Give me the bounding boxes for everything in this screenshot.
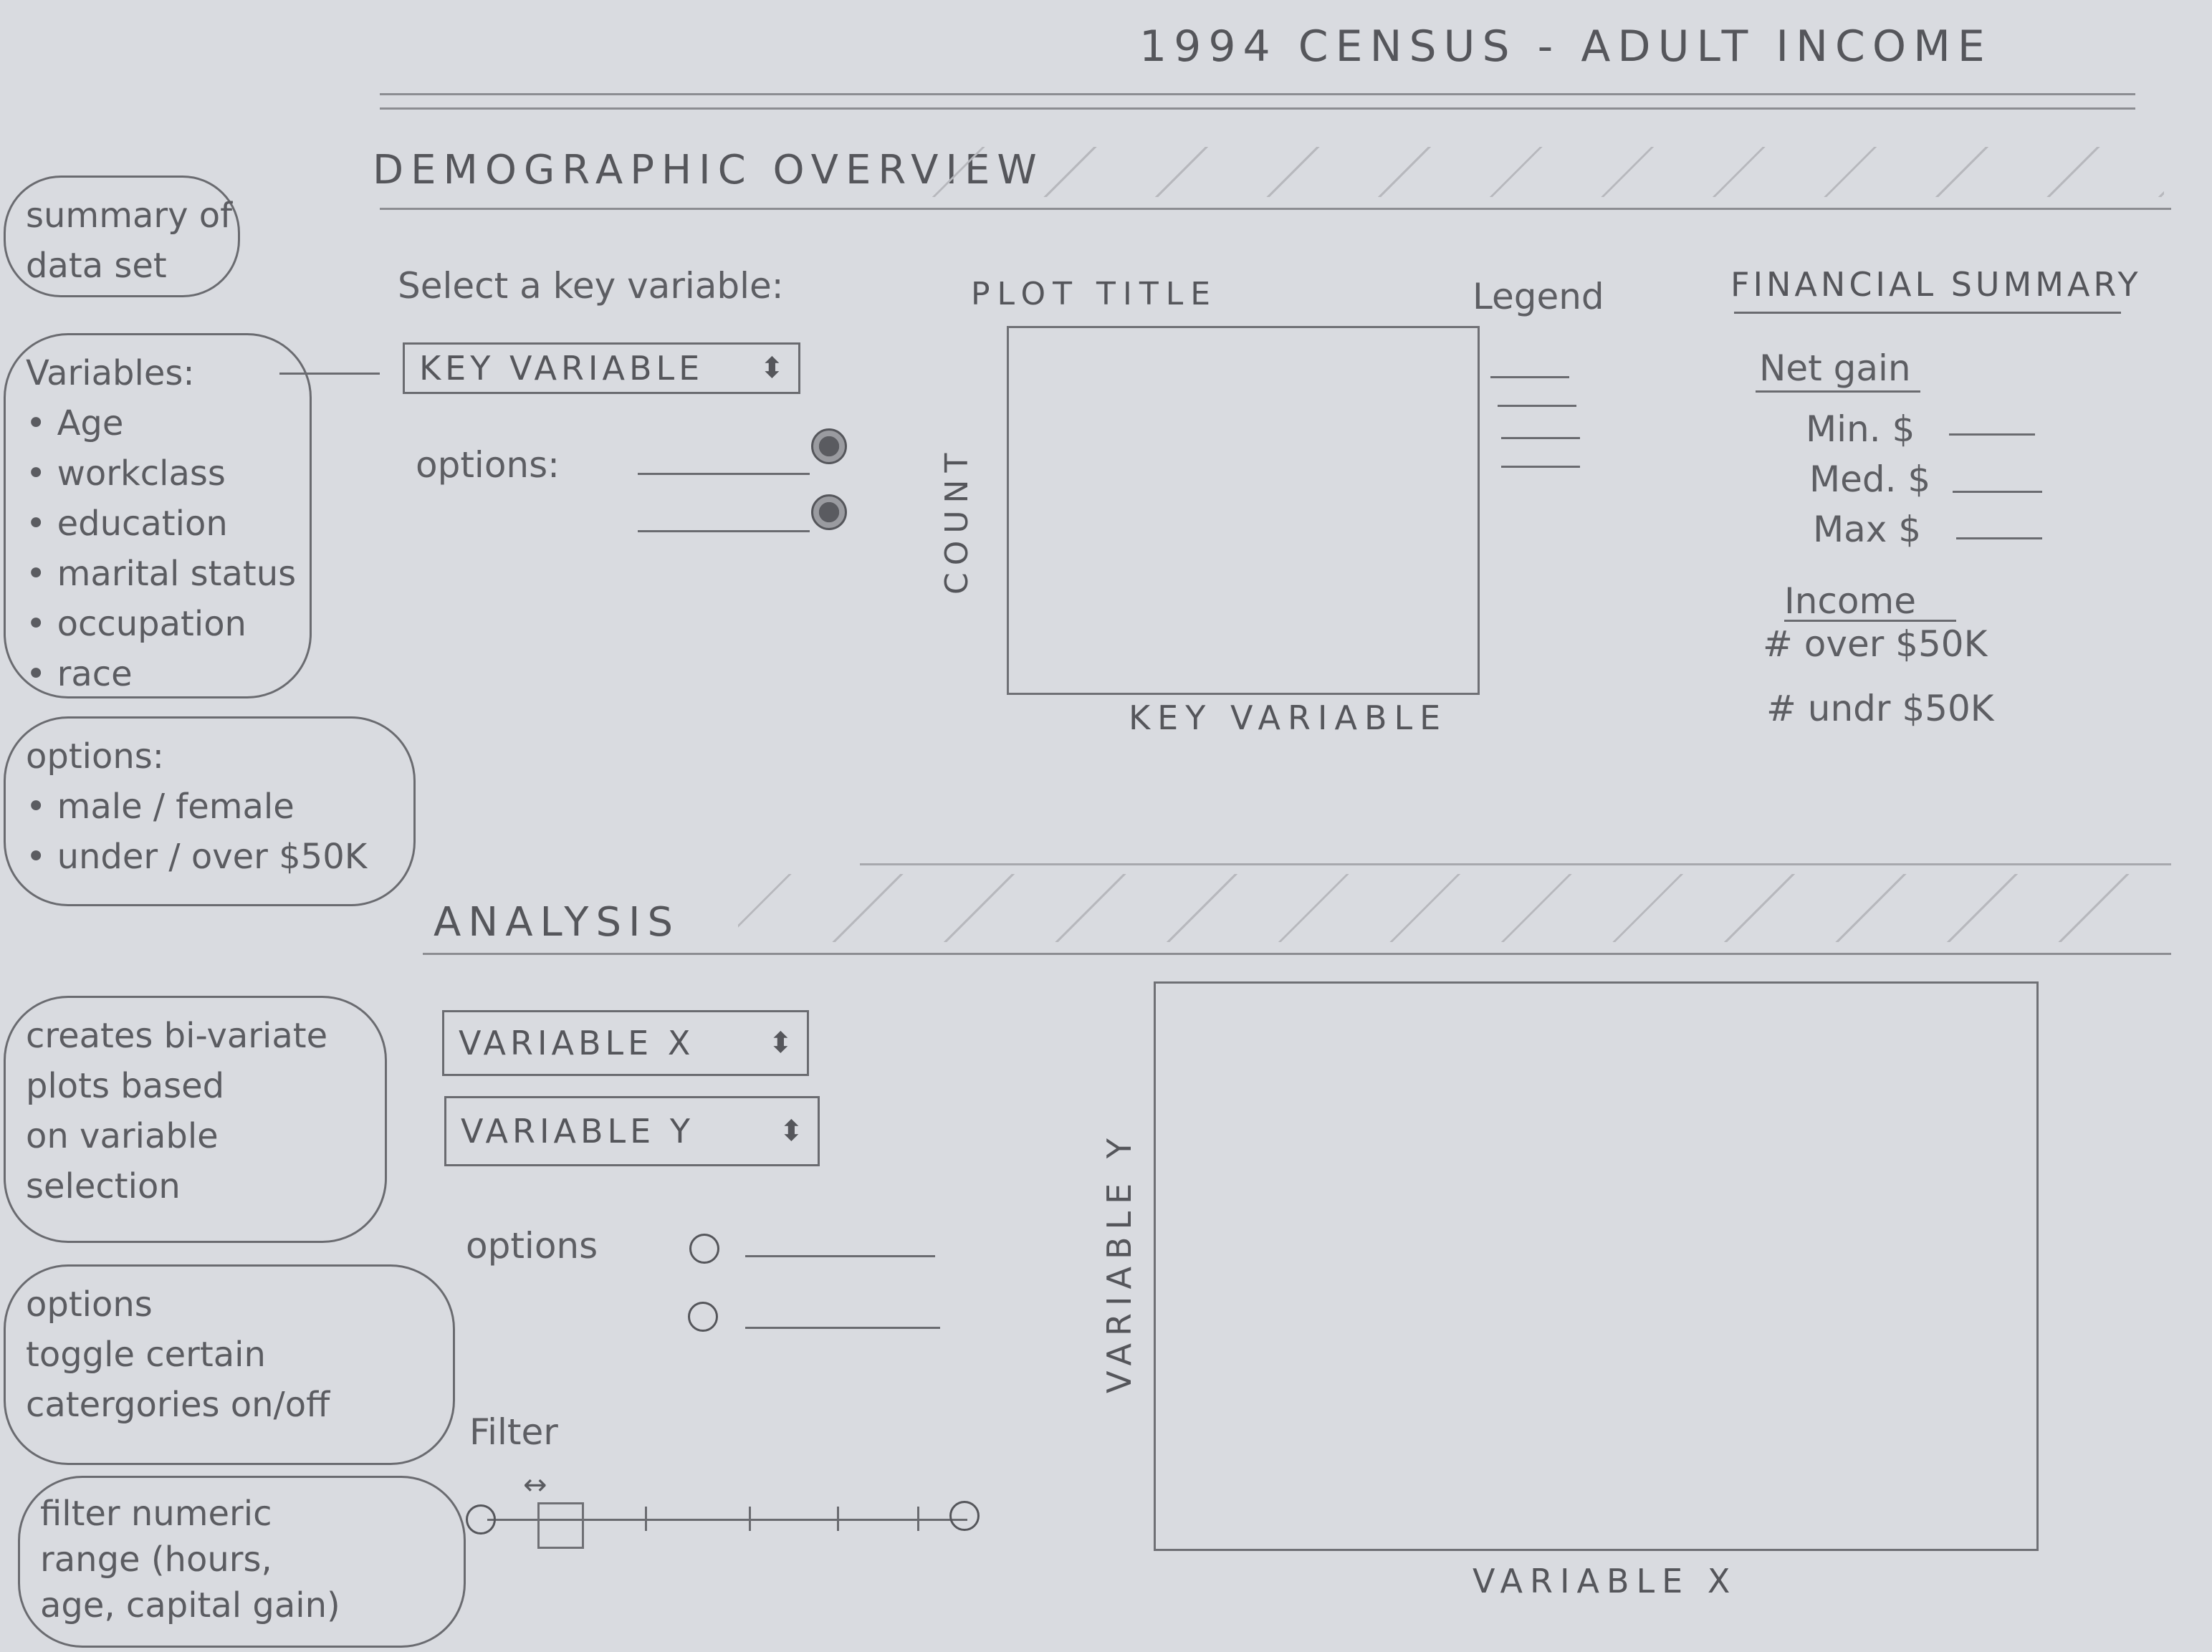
plot-title: PLOT TITLE (971, 276, 1218, 312)
filter-label: Filter (469, 1411, 558, 1453)
demographic-options-label: options: (416, 444, 560, 486)
note-line: data set (26, 246, 167, 286)
net-gain-label: Net gain (1759, 347, 1911, 389)
legend-label: Legend (1473, 276, 1604, 317)
header-divider-2 (380, 107, 2135, 110)
note-line: creates bi-variate (26, 1016, 328, 1056)
note-summary-of-data-set: summary of data set (4, 176, 240, 297)
variable-x-select[interactable]: VARIABLE X ⬍ (442, 1010, 809, 1076)
updown-arrow-icon: ⬍ (768, 1027, 793, 1060)
note-line: • Age (26, 403, 124, 443)
note-line: • marital status (26, 554, 297, 594)
min-value-blank (1949, 433, 2035, 436)
legend-line (1490, 376, 1569, 378)
financial-title-underline (1734, 312, 2121, 314)
note-line: catergories on/off (26, 1385, 330, 1425)
filter-range-track[interactable] (487, 1519, 967, 1521)
option-1-radio[interactable] (811, 428, 847, 464)
note-line: on variable (26, 1116, 219, 1156)
bivariate-y-axis-label: VARIABLE Y (1100, 1131, 1139, 1393)
option-1-blank (638, 473, 810, 475)
net-gain-underline (1756, 390, 1920, 393)
updown-arrow-icon: ⬍ (779, 1115, 803, 1148)
note-toggle: options toggle certain catergories on/of… (4, 1264, 455, 1465)
analysis-option-1-blank (745, 1255, 935, 1257)
note-line: • under / over $50K (26, 837, 368, 877)
analysis-section-divider-top (860, 863, 2171, 865)
analysis-option-2-blank (745, 1327, 940, 1329)
note-line: selection (26, 1166, 181, 1206)
income-underline (1784, 620, 1956, 622)
filter-tick (917, 1507, 919, 1531)
filter-range-min-handle[interactable] (466, 1504, 496, 1535)
med-label: Med. $ (1809, 458, 1931, 500)
note-bivariate: creates bi-variate plots based on variab… (4, 996, 387, 1243)
key-variable-select[interactable]: KEY VARIABLE ⬍ (403, 342, 800, 394)
min-label: Min. $ (1806, 408, 1915, 450)
max-label: Max $ (1813, 509, 1922, 550)
analysis-option-1-radio[interactable] (689, 1234, 719, 1264)
updown-arrow-icon: ⬍ (760, 352, 784, 385)
filter-range-max-handle[interactable] (949, 1501, 980, 1531)
legend-line (1501, 466, 1580, 468)
financial-summary-title: FINANCIAL SUMMARY (1730, 265, 2142, 304)
demographic-section-divider (380, 208, 2171, 210)
variable-x-select-value: VARIABLE X (459, 1024, 695, 1062)
note-title: Variables: (26, 353, 195, 393)
note-variables: Variables: • Age • workclass • education… (4, 333, 312, 698)
analysis-options-label: options (466, 1225, 598, 1267)
note-line: • male / female (26, 787, 295, 827)
note-line: toggle certain (26, 1335, 266, 1375)
note-line: • education (26, 504, 228, 544)
note-line: filter numeric (40, 1494, 272, 1534)
analysis-section-divider (423, 953, 2171, 955)
analysis-option-2-radio[interactable] (688, 1302, 718, 1332)
note-filter: filter numeric range (hours, age, capita… (18, 1476, 466, 1648)
legend-line (1501, 437, 1580, 439)
header-divider (380, 93, 2135, 95)
bivariate-x-axis-label: VARIABLE X (1473, 1562, 1738, 1600)
note-arrow (279, 373, 380, 375)
med-value-blank (1953, 491, 2042, 493)
plot-y-axis-label: COUNT (939, 446, 975, 595)
legend-line (1498, 405, 1576, 407)
note-line: age, capital gain) (40, 1585, 340, 1625)
filter-range-thumb[interactable] (537, 1502, 584, 1549)
bivariate-plot-area (1154, 981, 2039, 1551)
drag-arrows-icon: ↔ (523, 1469, 547, 1502)
key-variable-plot-area (1007, 326, 1480, 695)
variable-y-select[interactable]: VARIABLE Y ⬍ (444, 1096, 820, 1166)
note-title: options: (26, 736, 164, 777)
option-2-radio[interactable] (811, 494, 847, 530)
note-options: options: • male / female • under / over … (4, 716, 416, 906)
page-title: 1994 CENSUS - ADULT INCOME (1139, 21, 1992, 72)
filter-tick (749, 1507, 751, 1531)
income-under-label: # undr $50K (1766, 688, 1994, 729)
demographic-section-title: DEMOGRAPHIC OVERVIEW (373, 147, 1044, 193)
filter-tick (645, 1507, 647, 1531)
select-key-variable-label: Select a key variable: (398, 265, 784, 307)
income-label: Income (1784, 580, 1916, 622)
note-line: plots based (26, 1066, 225, 1106)
note-line: options (26, 1284, 153, 1325)
analysis-section-title: ANALYSIS (434, 899, 681, 946)
variable-y-select-value: VARIABLE Y (461, 1112, 694, 1151)
note-line: summary of (26, 196, 233, 236)
income-over-label: # over $50K (1763, 623, 1988, 665)
note-line: • occupation (26, 604, 246, 644)
note-line: • workclass (26, 453, 226, 494)
analysis-section-hatch (738, 874, 2164, 942)
plot-x-axis-label: KEY VARIABLE (1129, 698, 1448, 737)
note-line: • race (26, 654, 133, 694)
note-line: range (hours, (40, 1540, 272, 1580)
filter-tick (837, 1507, 839, 1531)
demographic-section-hatch (932, 147, 2164, 197)
max-value-blank (1956, 537, 2042, 539)
key-variable-select-value: KEY VARIABLE (419, 349, 704, 388)
option-2-blank (638, 530, 810, 532)
